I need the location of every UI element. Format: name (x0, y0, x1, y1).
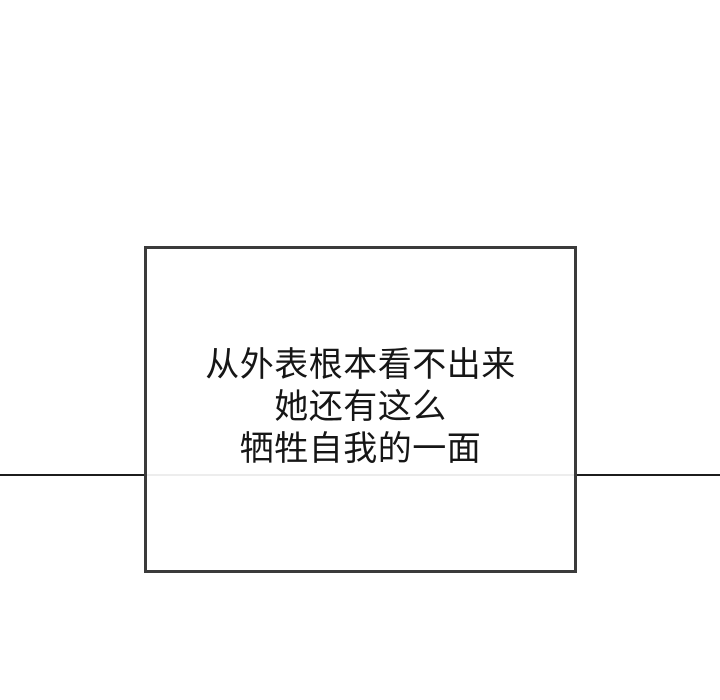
dialogue-text-block: 从外表根本看不出来 她还有这么 牺牲自我的一面 (147, 249, 574, 470)
dialogue-line-1: 从外表根本看不出来 (205, 346, 516, 384)
dialogue-line-2: 她还有这么 (274, 388, 447, 426)
dialogue-box: 从外表根本看不出来 她还有这么 牺牲自我的一面 (144, 246, 577, 573)
dialogue-box-inner-divider (147, 474, 574, 476)
dialogue-line-3: 牺牲自我的一面 (239, 430, 482, 468)
